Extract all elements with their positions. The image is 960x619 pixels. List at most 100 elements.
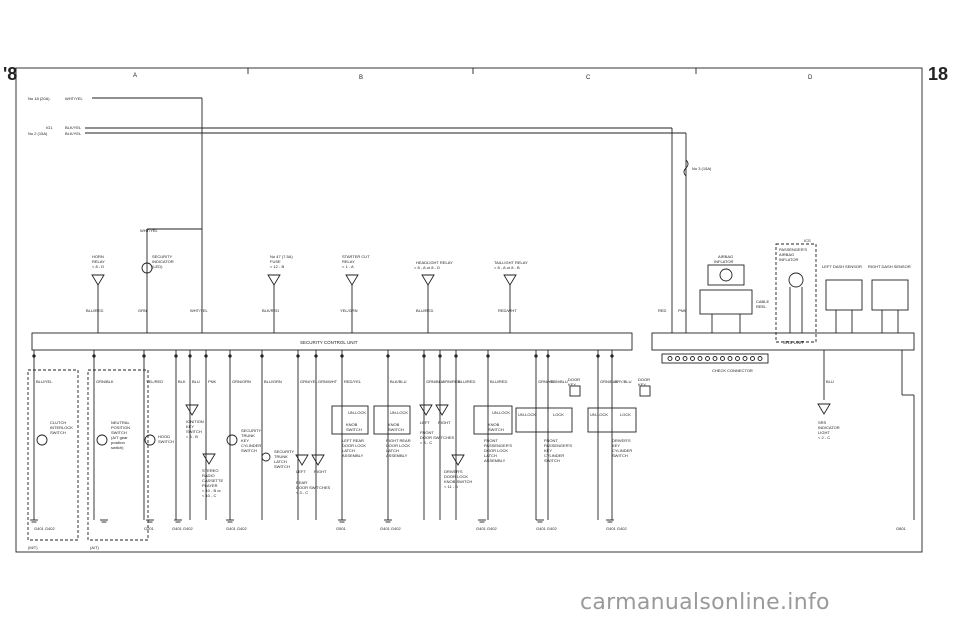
component-label: SECURITY bbox=[152, 254, 173, 259]
connector-triangle bbox=[311, 454, 325, 466]
splice-dot bbox=[546, 354, 550, 358]
component-label: DOOR LOCK bbox=[342, 443, 366, 448]
wire-color: WHT/YEL bbox=[140, 228, 159, 233]
connector-pin bbox=[735, 356, 740, 361]
wire-color-label: RED/WHT bbox=[498, 308, 517, 313]
fuse-symbol bbox=[683, 159, 689, 177]
component-label: < 3 - C bbox=[420, 440, 432, 445]
feed-label: No 3 (15A) bbox=[692, 166, 712, 171]
splice-dot bbox=[142, 354, 146, 358]
component-label: INFLATOR bbox=[714, 259, 734, 264]
component-label: INFLATOR bbox=[779, 257, 799, 262]
component-label: AIRBAG bbox=[718, 254, 733, 259]
component-label: < 1 - A bbox=[342, 264, 354, 269]
wire-color-label: BLU bbox=[192, 379, 200, 384]
feed-label: No 18 (20A) bbox=[28, 96, 50, 101]
splice-dot bbox=[314, 354, 318, 358]
component-label: KEY bbox=[568, 382, 576, 387]
wire-color-label: BLU/RED bbox=[416, 308, 433, 313]
at-box bbox=[87, 369, 149, 541]
component-label: UN-LOCK bbox=[390, 410, 408, 415]
component-label: ASSEMBLY bbox=[484, 458, 506, 463]
right-dash-sensor bbox=[871, 279, 909, 311]
wire-color-label: GRN/WHT bbox=[318, 379, 338, 384]
left-dash-sensor bbox=[825, 279, 863, 311]
connector-triangle bbox=[202, 453, 216, 465]
component-label: CYLINDER bbox=[612, 448, 632, 453]
wire-color-label: BLK/BLU bbox=[390, 379, 407, 384]
component-label: LEFT bbox=[296, 469, 306, 474]
check-connector-pins bbox=[667, 356, 763, 361]
splice-dot bbox=[260, 354, 264, 358]
wire-color-label: BLU/RED bbox=[86, 308, 103, 313]
ground-label: G401 G402 bbox=[536, 526, 557, 531]
switch-symbol bbox=[144, 434, 156, 446]
component-label: UN-LOCK bbox=[348, 410, 366, 415]
component-label: SWITCH bbox=[544, 458, 560, 463]
srs-unit bbox=[651, 332, 915, 351]
connector-triangle bbox=[503, 274, 517, 286]
wire-color-label: BLK/RED bbox=[262, 308, 279, 313]
component-label: LEFT DASH SENSOR bbox=[822, 264, 862, 269]
splice-dot bbox=[534, 354, 538, 358]
component-label: DRIVER'S bbox=[612, 438, 631, 443]
mt-box bbox=[27, 369, 79, 541]
component-label: < 12 - B bbox=[270, 264, 284, 269]
wire-color-label: BLK bbox=[178, 379, 186, 384]
wire-color-label: RED bbox=[658, 308, 667, 313]
wire-color-label: YEL/GRN bbox=[340, 308, 358, 313]
component-label: REAR bbox=[296, 480, 307, 485]
component-label: DOOR bbox=[638, 377, 650, 382]
component-label: ASSEMBLY bbox=[342, 453, 364, 458]
component-label: < 3 - C bbox=[296, 490, 308, 495]
component-label: SWITCH bbox=[612, 453, 628, 458]
connector-pin bbox=[720, 356, 725, 361]
component-label: PASSENGER'S bbox=[484, 443, 512, 448]
splice-dot bbox=[174, 354, 178, 358]
component-label: No 47 (7.5A) bbox=[270, 254, 293, 259]
connector-pin bbox=[667, 356, 673, 361]
component-label: SWITCH bbox=[50, 430, 66, 435]
component-label: SWITCH bbox=[158, 439, 174, 444]
ground-label: G401 G402 bbox=[172, 526, 193, 531]
wire-color-label: GRN/BLU bbox=[426, 379, 444, 384]
front-passenger-key-cylinder bbox=[515, 407, 573, 433]
component-label: INTERLOCK bbox=[50, 425, 73, 430]
component-label: SWITCH bbox=[186, 429, 202, 434]
splice-dot bbox=[204, 354, 208, 358]
wire-color-label: GRN/BLK bbox=[600, 379, 618, 384]
component-label: RIGHT REAR bbox=[386, 438, 411, 443]
connector-pin bbox=[742, 356, 748, 361]
cable-reel bbox=[699, 289, 753, 315]
connector-pin bbox=[682, 356, 688, 361]
component-label: KNOB bbox=[388, 422, 400, 427]
component-label: HORN bbox=[92, 254, 104, 259]
airbag-coil bbox=[788, 272, 804, 288]
wire-color-label: GRN/ORN bbox=[232, 379, 251, 384]
ground-label: G401 G402 bbox=[606, 526, 627, 531]
component-label: TRUNK bbox=[274, 454, 288, 459]
wire-color-label: BLU/RED bbox=[458, 379, 475, 384]
component-label: PLAYER bbox=[202, 483, 218, 488]
airbag-inflator bbox=[707, 264, 745, 286]
splice-dot bbox=[438, 354, 442, 358]
component-label: LATCH bbox=[274, 459, 287, 464]
component-label: SRS bbox=[818, 420, 827, 425]
component-label: DOOR SWITCHES bbox=[296, 485, 331, 490]
ground-label: G401 G402 bbox=[34, 526, 55, 531]
ground-label: G401 G402 bbox=[226, 526, 247, 531]
component-label: ICS bbox=[804, 238, 811, 243]
component-label: LIGHT bbox=[818, 430, 830, 435]
connector-triangle bbox=[421, 274, 435, 286]
component-label: (A/T gear bbox=[111, 435, 128, 440]
ics-box bbox=[775, 243, 817, 343]
grid-letter-d: D bbox=[808, 75, 813, 81]
component-label: LEFT REAR bbox=[342, 438, 364, 443]
component-label: SWITCH bbox=[388, 427, 404, 432]
component-label: SWITCH bbox=[488, 427, 504, 432]
component-label: TAILLIGHT RELAY bbox=[494, 260, 528, 265]
splice-dot bbox=[188, 354, 192, 358]
component-label: LATCH bbox=[342, 448, 355, 453]
